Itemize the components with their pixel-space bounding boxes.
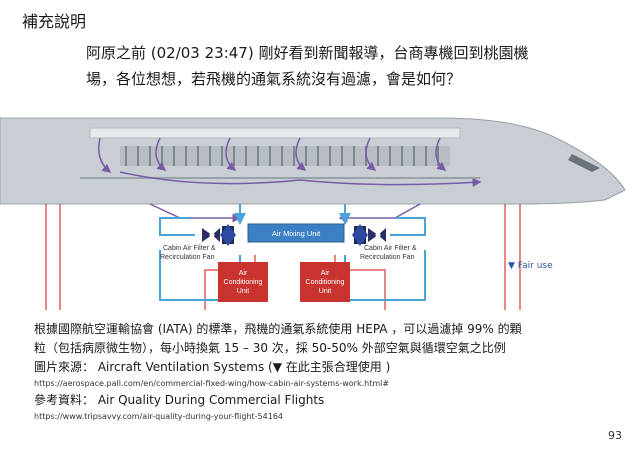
air-mixing-unit-box <box>247 223 345 243</box>
cockpit-window <box>568 154 600 172</box>
aircraft-ventilation-diagram: Air Mixing Unit Cabin Air Filter & Recir… <box>0 117 626 310</box>
ac-unit-left-line3: Unit <box>237 288 250 295</box>
fan-icon-right <box>368 228 386 242</box>
source-url-1[interactable]: https://aerospace.pall.com/en/commercial… <box>34 379 390 388</box>
ac-unit-right-box <box>300 262 350 302</box>
body-line-1: 根據國際航空運輸協會 (IATA) 的標準，飛機的通氣系統使用 HEPA ，可以… <box>34 322 522 336</box>
source-url-2[interactable]: https://www.tripsavvy.com/air-quality-du… <box>34 412 283 421</box>
slide-title: 補充說明 <box>22 12 87 31</box>
cabin-air-filter-right <box>352 224 368 246</box>
ac-unit-right-line2: Conditioning <box>306 279 345 286</box>
reference-line: 參考資料： Air Quality During Commercial Flig… <box>34 393 325 407</box>
intro-line-1: 阿原之前 (02/03 23:47) 剛好看到新聞報導，台商專機回到桃園機 <box>86 44 529 62</box>
ac-unit-right-line1: Air <box>321 270 330 277</box>
filter-label-right-2: Recirculation Fan <box>360 254 415 261</box>
cabin-air-filter-left <box>220 224 236 246</box>
seat-backs <box>125 146 439 166</box>
ac-unit-left-line2: Conditioning <box>224 279 263 286</box>
body-text: 根據國際航空運輸協會 (IATA) 的標準，飛機的通氣系統使用 HEPA ，可以… <box>34 320 624 424</box>
body-line-2: 粒（包括病原微生物），每小時換氣 15 – 30 次，採 50-50% 外部空氣… <box>34 341 506 355</box>
intro-paragraph: 阿原之前 (02/03 23:47) 剛好看到新聞報導，台商專機回到桃園機 場，… <box>86 40 616 92</box>
ac-unit-left-line1: Air <box>239 270 248 277</box>
intro-line-2: 場，各位想想，若飛機的通氣系統沒有過濾，會是如何？ <box>86 70 462 88</box>
image-source-line: 圖片來源： Aircraft Ventilation Systems (▼ 在此… <box>34 360 391 374</box>
page-number: 93 <box>608 429 622 442</box>
filter-label-right-1: Cabin Air Filter & <box>364 245 417 252</box>
overhead-duct <box>89 127 461 139</box>
ac-unit-right-line3: Unit <box>319 288 332 295</box>
filter-label-left-2: Recirculation Fan <box>160 254 215 261</box>
air-mixing-unit-label: Air Mixing Unit <box>272 229 321 238</box>
ac-unit-left-box <box>218 262 268 302</box>
fresh-air-ducts <box>45 204 521 310</box>
fan-icon-left <box>202 228 220 242</box>
seat-rows <box>120 146 450 166</box>
filter-label-left-1: Cabin Air Filter & <box>163 245 216 252</box>
fair-use-note: ▼ Fair use <box>508 261 553 271</box>
